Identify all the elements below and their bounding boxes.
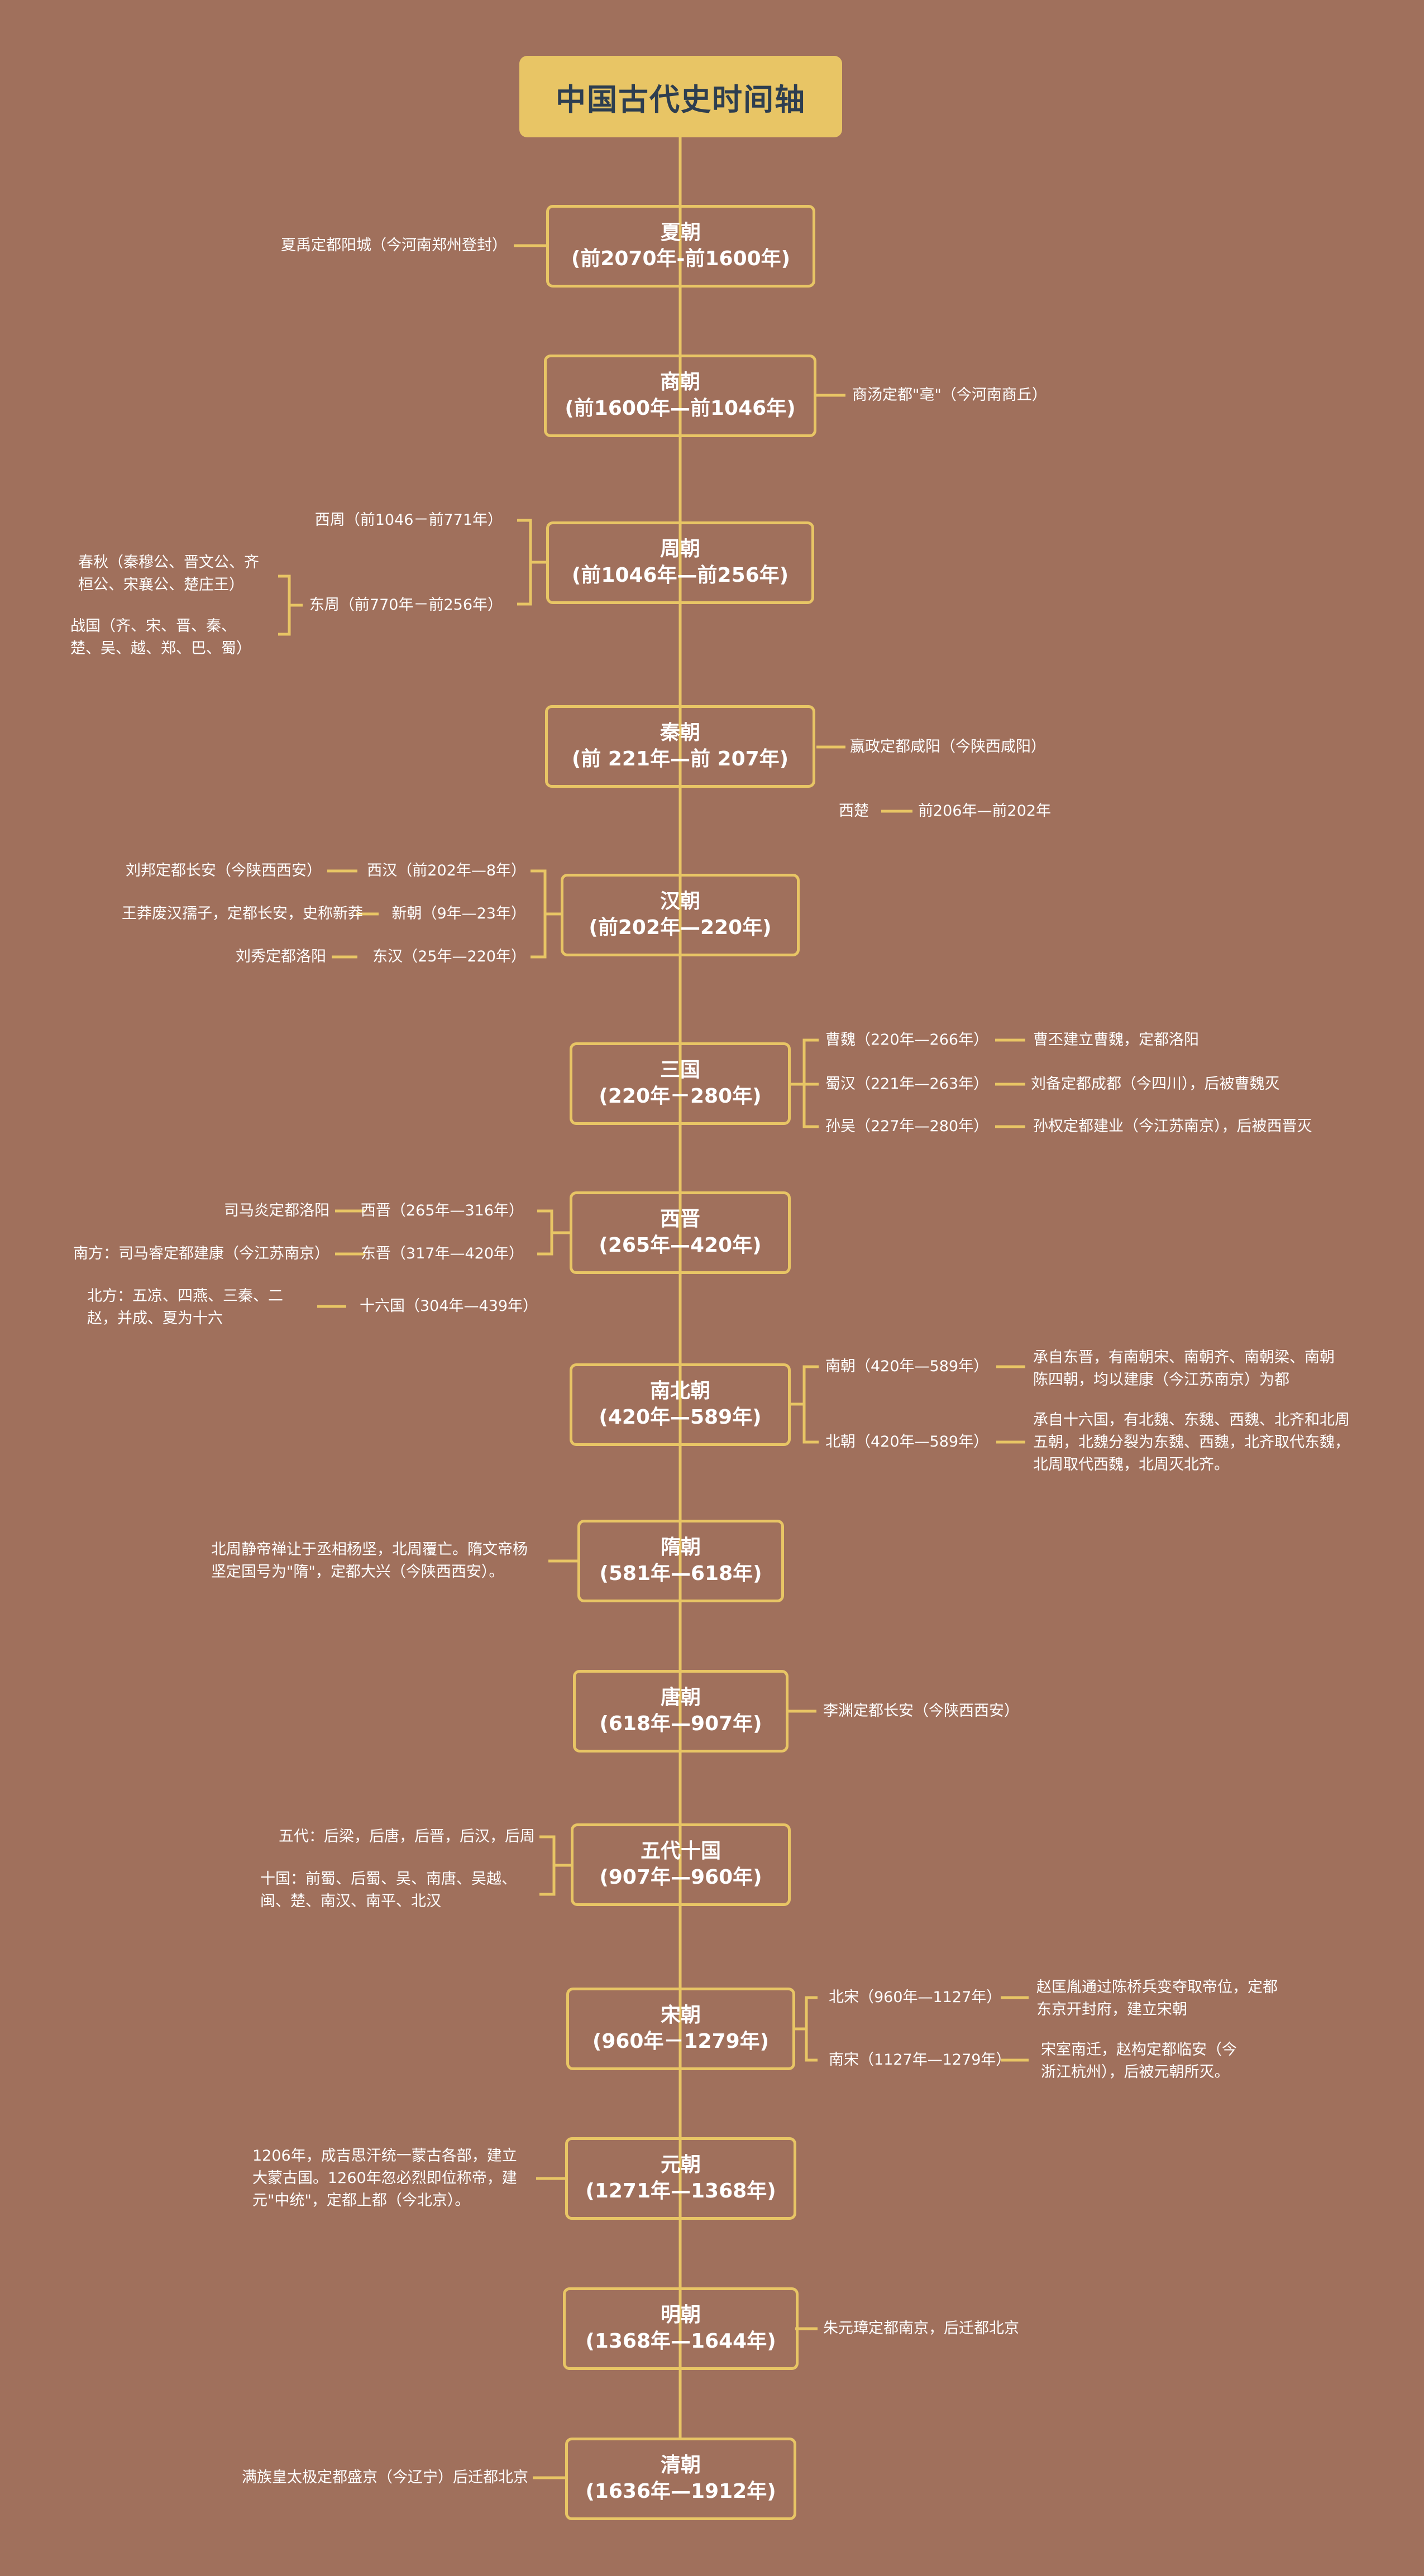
dynasty-node-tang: 唐朝 (618年—907年) (573, 1670, 789, 1753)
note-chunqiu: 春秋（秦穆公、晋文公、齐 桓公、宋襄公、楚庄王） (78, 554, 259, 593)
note-sui: 北周静帝禅让于丞相杨坚，北周覆亡。隋文帝杨 坚定国号为"隋"，定都大兴（今陕西西… (211, 1541, 528, 1581)
note-wu-desc: 孙权定都建业（今江苏南京），后被西晋灭 (1033, 1118, 1312, 1135)
note-shu-desc: 刘备定都成都（今四川），后被曹魏灭 (1031, 1075, 1280, 1093)
dynasty-name: 夏朝 (660, 221, 701, 245)
note-han-east-desc: 刘秀定都洛阳 (236, 948, 326, 965)
dynasty-years: (581年—618年) (599, 1562, 762, 1585)
dynasty-node-sanguo: 三国 (220年－280年) (570, 1042, 791, 1125)
dynasty-name: 宋朝 (660, 2004, 701, 2027)
note-xijin-desc: 司马炎定都洛阳 (224, 1202, 329, 1219)
note-nansong-desc: 宋室南迁，赵构定都临安（今 浙江杭州），后被元朝所灭。 (1041, 2041, 1237, 2081)
dynasty-years: (前202年—220年) (589, 916, 772, 939)
note-xichu: 西楚 (839, 802, 869, 820)
dynasty-years: (前 221年—前 207年) (571, 748, 789, 770)
dynasty-years: (前1046年—前256年) (571, 564, 789, 587)
dynasty-name: 汉朝 (660, 890, 700, 913)
dynasty-node-yuan: 元朝 (1271年—1368年) (565, 2137, 796, 2220)
note-sixteen-desc: 北方：五凉、四燕、三秦、二 赵，并成、夏为十六 (87, 1287, 283, 1327)
note-yuan: 1206年，成吉思汗统一蒙古各部，建立 大蒙古国。1260年忽必烈即位称帝，建 … (252, 2147, 517, 2209)
dynasty-name: 隋朝 (660, 1536, 701, 1559)
dynasty-name: 南北朝 (649, 1380, 710, 1403)
dynasty-node-zhou: 周朝 (前1046年—前256年) (546, 521, 814, 604)
note-shu: 蜀汉（221年—263年） (825, 1075, 989, 1093)
dynasty-years: (1636年—1912年) (585, 2480, 776, 2503)
dynasty-years: (907年—960年) (599, 1866, 762, 1889)
dynasty-node-wudaishiguo: 五代十国 (907年—960年) (571, 1823, 791, 1906)
note-wudai: 五代：后梁，后唐，后晋，后汉，后周 (279, 1828, 535, 1845)
note-dongjin: 东晋（317年—420年） (360, 1245, 524, 1262)
dynasty-years: (1368年—1644年) (585, 2330, 776, 2353)
dynasty-node-qing: 清朝 (1636年—1912年) (565, 2438, 796, 2520)
note-nanchao: 南朝（420年—589年） (825, 1358, 989, 1375)
note-dongjin-desc: 南方：司马睿定都建康（今江苏南京） (73, 1245, 329, 1262)
dynasty-node-nanbeichao: 南北朝 (420年—589年) (570, 1363, 791, 1446)
dynasty-node-xia: 夏朝 (前2070年-前1600年) (546, 205, 815, 288)
note-beichao: 北朝（420年—589年） (825, 1433, 989, 1450)
dynasty-node-shang: 商朝 (前1600年—前1046年) (544, 355, 816, 437)
dynasty-name: 周朝 (660, 538, 700, 561)
dynasty-name: 元朝 (660, 2153, 701, 2177)
note-beisong: 北宋（960年—1127年） (829, 1989, 1002, 2006)
dynasty-node-qin: 秦朝 (前 221年—前 207年) (545, 705, 815, 788)
note-wei-desc: 曹丕建立曹魏，定都洛阳 (1033, 1031, 1199, 1048)
note-wu: 孙吴（227年—280年） (825, 1118, 989, 1135)
note-xichu-years: 前206年—前202年 (918, 802, 1052, 820)
note-xin-desc: 王莽废汉孺子，定都长安，史称新莽 (122, 905, 363, 922)
note-xijin: 西晋（265年—316年） (360, 1202, 524, 1219)
note-zhou-east: 东周（前770年－前256年） (309, 596, 503, 614)
note-xin: 新朝（9年—23年） (391, 905, 526, 922)
note-han-west-desc: 刘邦定都长安（今陕西西安） (126, 862, 322, 879)
dynasty-years: (265年—420年) (599, 1234, 762, 1257)
note-nansong: 南宋（1127年—1279年） (829, 2051, 1011, 2069)
note-han-west: 西汉（前202年—8年） (367, 862, 526, 879)
dynasty-node-song: 宋朝 (960年－1279年) (566, 1988, 795, 2070)
note-zhou-west: 西周（前1046－前771年） (314, 511, 503, 529)
dynasty-years: (960年－1279年) (592, 2030, 770, 2053)
note-han-east: 东汉（25年—220年） (372, 948, 526, 965)
note-ming: 朱元璋定都南京，后迁都北京 (823, 2320, 1019, 2337)
dynasty-years: (1271年—1368年) (585, 2180, 776, 2202)
dynasty-name: 西晋 (660, 1208, 700, 1231)
note-beisong-desc: 赵匡胤通过陈桥兵变夺取帝位，定都 东京开封府，建立宋朝 (1036, 1979, 1278, 2018)
dynasty-years: (420年—589年) (599, 1406, 762, 1429)
note-beichao-desc: 承自十六国，有北魏、东魏、西魏、北齐和北周 五朝，北魏分裂为东魏、西魏，北齐取代… (1033, 1411, 1350, 1473)
dynasty-node-han: 汉朝 (前202年—220年) (561, 874, 800, 956)
dynasty-years: (前1600年—前1046年) (565, 397, 796, 420)
dynasty-name: 明朝 (660, 2304, 701, 2327)
note-zhanguo: 战国（齐、宋、晋、秦、 楚、吴、越、郑、巴、蜀） (70, 617, 251, 657)
note-sixteen: 十六国（304年—439年） (360, 1297, 538, 1315)
note-shiguo: 十国：前蜀、后蜀、吴、南唐、吴越、 闽、楚、南汉、南平、北汉 (260, 1870, 517, 1910)
dynasty-node-xijin: 西晋 (265年—420年) (570, 1191, 791, 1274)
dynasty-name: 清朝 (660, 2454, 701, 2477)
dynasty-name: 唐朝 (660, 1686, 701, 1710)
note-xia: 夏禹定都阳城（今河南郑州登封） (281, 237, 507, 254)
note-wei: 曹魏（220年—266年） (825, 1031, 989, 1048)
dynasty-name: 秦朝 (660, 721, 700, 745)
note-shang: 商汤定都"亳"（今河南商丘） (852, 386, 1047, 404)
dynasty-years: (618年—907年) (599, 1712, 762, 1735)
dynasty-node-sui: 隋朝 (581年—618年) (577, 1520, 784, 1602)
dynasty-years: (前2070年-前1600年) (571, 247, 791, 270)
note-qin: 嬴政定都咸阳（今陕西咸阳） (850, 738, 1046, 755)
dynasty-name: 五代十国 (640, 1840, 721, 1863)
dynasty-name: 商朝 (660, 371, 700, 394)
note-qing: 满族皇太极定都盛京（今辽宁）后迁都北京 (242, 2469, 528, 2486)
note-tang: 李渊定都长安（今陕西西安） (823, 1702, 1019, 1720)
dynasty-node-ming: 明朝 (1368年—1644年) (563, 2287, 799, 2370)
dynasty-years: (220年－280年) (599, 1085, 762, 1108)
dynasty-name: 三国 (660, 1059, 700, 1082)
note-nanchao-desc: 承自东晋，有南朝宋、南朝齐、南朝梁、南朝 陈四朝，均以建康（今江苏南京）为都 (1033, 1349, 1335, 1388)
page-title: 中国古代史时间轴 (519, 56, 842, 137)
